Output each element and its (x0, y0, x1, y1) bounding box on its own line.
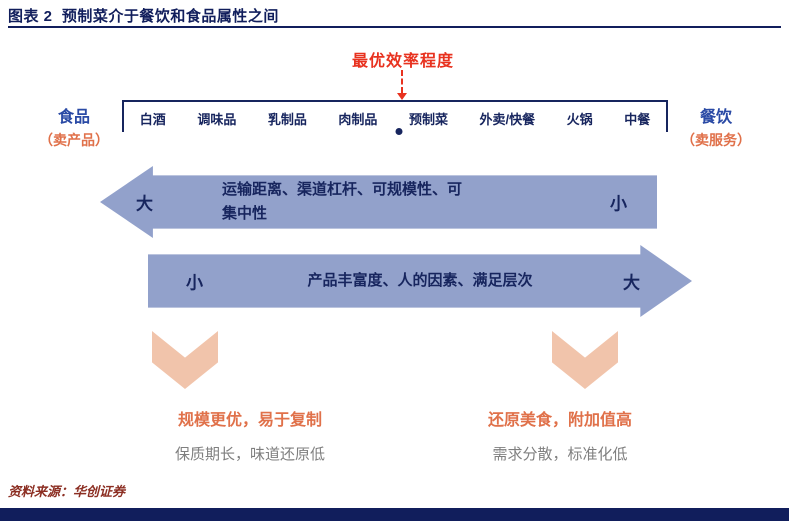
arrow-left-big-label: 大 (136, 194, 153, 214)
sell-product-label: （卖产品） (39, 132, 109, 148)
arrow-left-text: 运输距离、渠道杠杆、可规模性、可集中性 (222, 181, 463, 222)
axis-left-endpoint: 食品 （卖产品） (26, 103, 122, 150)
footer-bar (0, 508, 789, 521)
axis-category: 肉制品 (338, 112, 378, 127)
conclusion-food-side: 规模更优，易于复制 保质期长，味道还原低 (110, 406, 390, 464)
conclusion-right-headline: 还原美食，附加值高 (487, 412, 632, 429)
conclusion-catering-side: 还原美食，附加值高 需求分散，标准化低 (420, 406, 700, 464)
optimal-point-dot (395, 128, 403, 135)
conclusion-left-headline: 规模更优，易于复制 (177, 412, 322, 429)
axis-category: 乳制品 (267, 112, 307, 127)
optimal-efficiency-label: 最优效率程度 (351, 53, 455, 70)
attribute-spectrum-axis: 白酒 调味品 乳制品 肉制品 预制菜 外卖/快餐 火锅 中餐 (122, 100, 668, 135)
chevron-down-icon (152, 331, 218, 389)
scale-arrow-right: 小 产品丰富度、人的因素、满足层次 大 (148, 245, 692, 317)
axis-category: 中餐 (624, 112, 651, 127)
data-source-note: 资料来源：华创证券 (8, 484, 126, 499)
arrow-left-small-label: 小 (610, 194, 627, 214)
arrow-right-text: 产品丰富度、人的因素、满足层次 (307, 272, 533, 289)
arrow-right-small-label: 小 (186, 273, 203, 293)
scale-arrow-left: 大 运输距离、渠道杠杆、可规模性、可集中性 小 (100, 166, 657, 238)
arrow-right-big-label: 大 (623, 273, 640, 293)
conclusion-right-subtext: 需求分散，标准化低 (492, 446, 628, 463)
optimal-arrowhead-icon (397, 93, 407, 100)
axis-category-highlighted: 预制菜 (408, 112, 448, 127)
axis-category: 调味品 (197, 112, 237, 127)
axis-category: 白酒 (139, 112, 166, 127)
catering-label: 餐饮 (699, 109, 732, 126)
optimal-dashed-arrow (401, 70, 403, 93)
sell-service-label: （卖服务） (681, 132, 751, 148)
axis-right-endpoint: 餐饮 （卖服务） (668, 103, 764, 150)
conclusion-left-subtext: 保质期长，味道还原低 (174, 446, 325, 463)
food-label: 食品 (57, 109, 90, 126)
figure-title: 图表 2 预制菜介于餐饮和食品属性之间 (8, 8, 279, 25)
axis-category: 外卖/快餐 (479, 112, 536, 127)
chevron-down-icon (552, 331, 618, 389)
axis-category: 火锅 (566, 112, 593, 127)
title-divider (8, 26, 781, 28)
